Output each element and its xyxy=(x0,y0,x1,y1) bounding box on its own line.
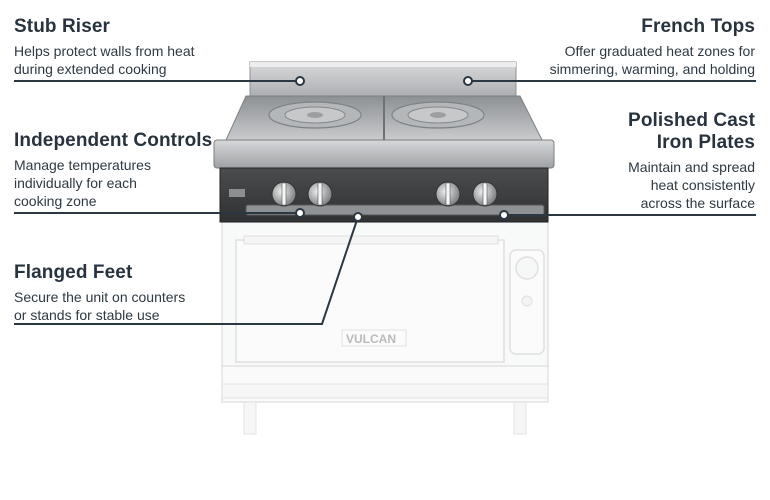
leader-lines xyxy=(14,80,756,325)
callout-description: Secure the unit on counters or stands fo… xyxy=(14,289,186,323)
dot-flanged-feet xyxy=(353,212,363,222)
knob-1 xyxy=(271,181,297,207)
oven-base xyxy=(221,221,549,435)
brand-plate: VULCAN xyxy=(346,332,396,346)
control-knobs xyxy=(271,181,498,207)
callout-title: Polished Cast Iron Plates xyxy=(628,110,755,153)
knob-3 xyxy=(435,181,461,207)
callout-title: Stub Riser xyxy=(14,16,111,37)
dot-stub-riser xyxy=(295,76,305,86)
dot-french-tops xyxy=(463,76,473,86)
leader-flanged-feet xyxy=(14,216,359,325)
callout-title: Flanged Feet xyxy=(14,262,133,283)
callout-stub-riser: Stub Riser Helps protect walls from heat… xyxy=(14,16,195,78)
callout-description: Manage temperatures individually for eac… xyxy=(14,157,151,209)
callout-flanged-feet: Flanged Feet Secure the unit on counters… xyxy=(14,262,185,324)
callout-description: Offer graduated heat zones for simmering… xyxy=(549,43,755,77)
callout-french-tops: French Tops Offer graduated heat zones f… xyxy=(550,16,755,78)
knob-2 xyxy=(307,181,333,207)
callout-description: Maintain and spread heat consistently ac… xyxy=(628,159,755,211)
french-top-right xyxy=(391,101,485,129)
cooking-top xyxy=(225,95,543,141)
front-lip xyxy=(213,139,555,169)
knob-4 xyxy=(472,181,498,207)
callout-independent-controls: Independent Controls Manage temperatures… xyxy=(14,130,212,210)
french-top-left xyxy=(268,101,362,129)
callout-description: Helps protect walls from heat during ext… xyxy=(14,43,195,77)
dot-independent-controls xyxy=(295,208,305,218)
dot-polished-plates xyxy=(499,210,509,220)
callout-polished-plates: Polished Cast Iron Plates Maintain and s… xyxy=(628,110,755,212)
callout-title: French Tops xyxy=(641,16,755,37)
leader-dots xyxy=(295,76,509,222)
callout-title: Independent Controls xyxy=(14,130,213,151)
